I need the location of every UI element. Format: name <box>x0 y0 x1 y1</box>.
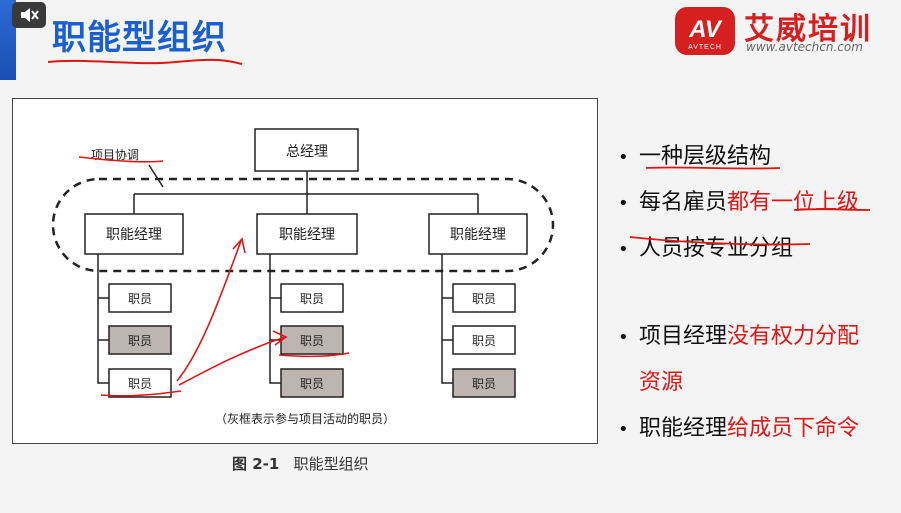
bullet-item-4: • 项目经理没有权力分配 <box>618 318 859 350</box>
staff-box-1-3 <box>108 368 172 398</box>
gray-staff-underline <box>278 352 350 358</box>
bullet-text-4: 项目经理 <box>639 324 728 349</box>
figure-caption: 图 2-1 职能型组织 <box>232 453 369 474</box>
bullet-red-2: 都有一位上级 <box>727 190 860 215</box>
general-manager-label: 总经理 <box>286 144 328 160</box>
coordination-label: 项目协调 <box>91 147 139 162</box>
bullet-item-1: • 一种层级结构 <box>618 138 771 170</box>
bullet1-underline <box>645 166 781 170</box>
coordination-pointer <box>148 164 164 188</box>
general-manager-box <box>254 128 359 172</box>
staff-label-1-1: 职员 <box>128 292 152 306</box>
red-annotations <box>78 156 350 397</box>
manager-label-3: 职能经理 <box>450 227 506 243</box>
logo-mark-text: AV <box>688 16 723 43</box>
gray-box-note: （灰框表示参与项目活动的职员） <box>215 411 395 426</box>
org-chart-svg: 总经理 项目协调 职能经理 职能经理 职能经理 职员 职员 职员 职员 职员 <box>51 128 555 426</box>
org-chart-figure: 总经理 项目协调 职能经理 职能经理 职能经理 职员 职员 职员 职员 职员 <box>12 98 598 444</box>
staff-label-2-3: 职员 <box>300 377 324 391</box>
bullet-annotations <box>630 166 871 246</box>
bullet-dot: • <box>618 327 629 348</box>
bullet-dot: • <box>618 193 629 214</box>
bullet-dot: • <box>618 419 629 440</box>
coordination-underline <box>78 156 164 163</box>
staff-box-3-3-gray <box>452 368 516 398</box>
staff-box-1-1 <box>108 283 172 313</box>
staff-box-1-2-gray <box>108 325 172 355</box>
staff-label-3-1: 职员 <box>472 292 496 306</box>
caption-text: 职能型组织 <box>293 455 369 473</box>
manager-label-1: 职能经理 <box>106 227 162 243</box>
arrowhead-2 <box>272 330 288 346</box>
bullet-text-2: 每名雇员 <box>639 190 728 215</box>
logo-name: 艾威培训 <box>744 12 872 47</box>
staff-box-2-2-gray <box>280 325 344 355</box>
arrow-to-manager <box>176 240 242 382</box>
bullet-dot: • <box>618 147 629 168</box>
staff-box-3-1 <box>452 283 516 313</box>
staff-box-2-1 <box>280 283 344 313</box>
staff-box-2-3-gray <box>280 368 344 398</box>
staff-label-2-2: 职员 <box>300 334 324 348</box>
arrow-to-staff <box>178 336 286 386</box>
staff-label-3-2: 职员 <box>472 334 496 348</box>
manager-box-1 <box>84 213 184 255</box>
coordination-ellipse <box>51 177 555 273</box>
staff-label-2-1: 职员 <box>300 292 324 306</box>
caption-number: 图 2-1 <box>232 455 280 473</box>
staff-box-3-2 <box>452 325 516 355</box>
page-title: 职能型组织 <box>52 18 227 58</box>
bullet-item-2: • 每名雇员都有一位上级 <box>618 184 859 216</box>
logo-url: www.avtechcn.com <box>746 40 863 54</box>
manager-label-2: 职能经理 <box>279 227 335 243</box>
bullet-text-5: 职能经理 <box>639 416 728 441</box>
manager-box-2 <box>256 213 358 255</box>
bullet2-underline <box>793 208 871 211</box>
bullet-dot: • <box>618 239 629 260</box>
mute-button[interactable] <box>12 2 46 28</box>
staff-label-1-3: 职员 <box>128 377 152 391</box>
staff-label-1-2: 职员 <box>128 334 152 348</box>
manager-box-3 <box>428 213 528 255</box>
bullet-item-4-cont: 资源 <box>618 364 683 396</box>
connector-lines <box>97 171 479 384</box>
staff-label-3-3: 职员 <box>472 377 496 391</box>
title-underline-annotation <box>47 58 243 65</box>
bullet3-strike <box>630 236 811 246</box>
brand-logo: AV AVTECH 艾威培训 www.avtechcn.com <box>674 6 879 56</box>
bullet-text-1: 一种层级结构 <box>639 144 772 169</box>
arrowhead-1 <box>232 237 246 254</box>
bullet-red-4-cont: 资源 <box>639 370 684 395</box>
bullet-item-5: • 职能经理给成员下命令 <box>618 410 859 442</box>
staff-underline <box>100 390 182 397</box>
speaker-muted-icon <box>21 8 39 22</box>
bullet-red-5: 给成员下命令 <box>727 416 860 441</box>
logo-mark-sub: AVTECH <box>688 44 722 51</box>
avtech-logo-icon: AV AVTECH <box>675 7 735 55</box>
bullet-red-4: 没有权力分配 <box>727 324 860 349</box>
